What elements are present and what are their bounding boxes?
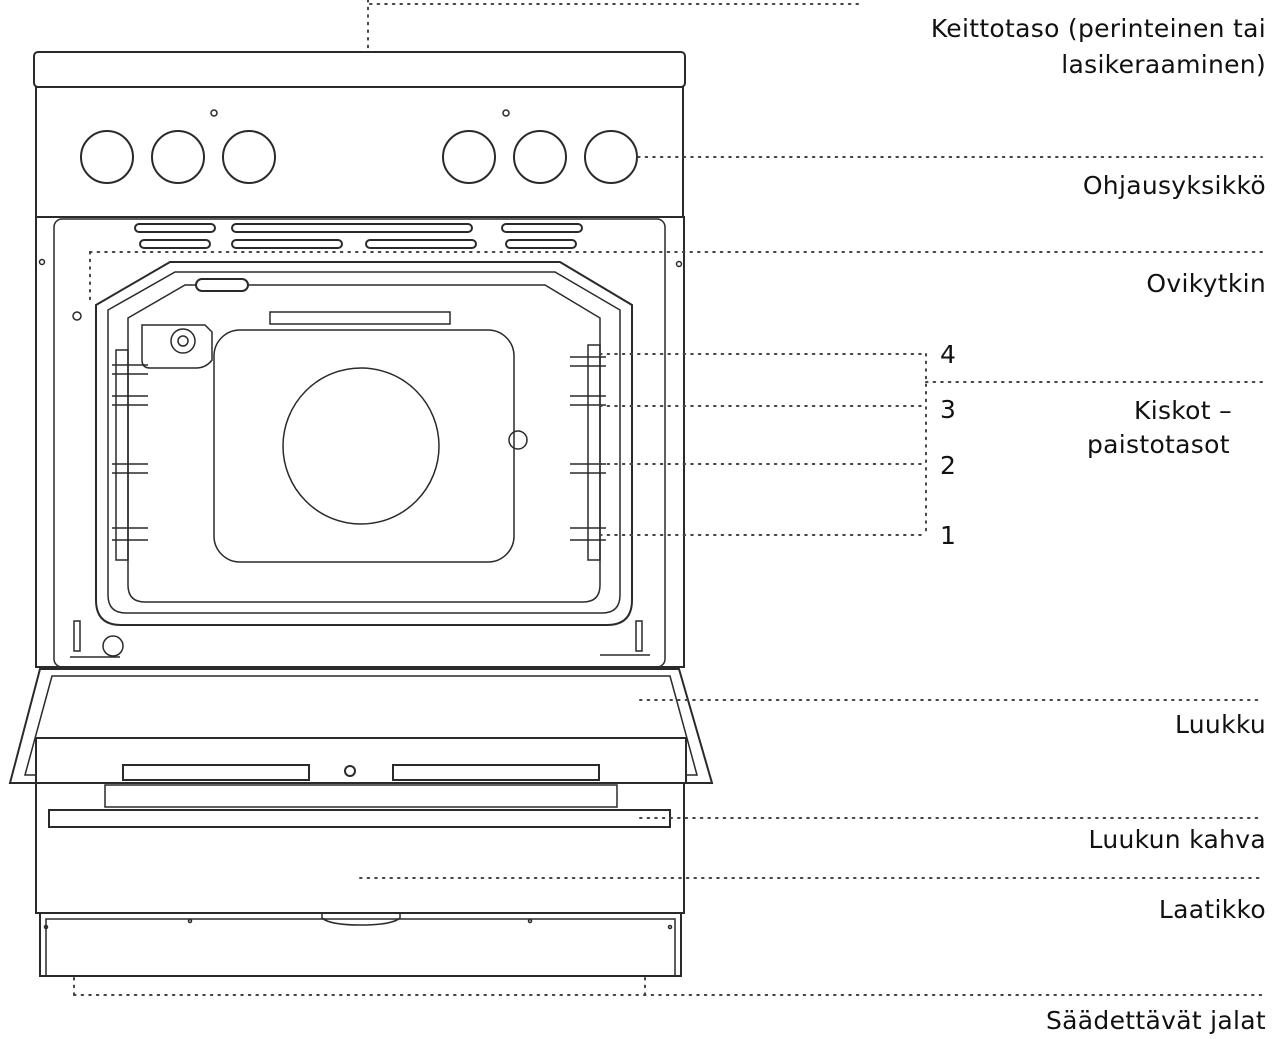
door-handle (35, 782, 685, 914)
rail-level-4: 4 (940, 340, 956, 369)
fan-cover (282, 367, 440, 525)
oven-cavity (95, 261, 633, 626)
control-unit-label: Ohjausyksikkö (1082, 171, 1266, 200)
leader-lines (73, 0, 1263, 996)
door-hinges (70, 620, 650, 658)
rails-label: Kiskot – (1134, 396, 1232, 425)
cooktop (33, 51, 686, 88)
rail-level-3: 3 (940, 395, 956, 424)
drawer (39, 912, 682, 977)
rail-level-1: 1 (940, 521, 956, 550)
door-switch (72, 311, 82, 321)
control-knob (151, 130, 205, 184)
door-label: Luukku (1174, 710, 1266, 739)
door-switch-label: Ovikytkin (1146, 269, 1266, 298)
control-knob (442, 130, 496, 184)
control-panel (35, 86, 684, 218)
adjustable-feet-label: Säädettävät jalat (1046, 1006, 1266, 1035)
rails-label-continued: paistotasot (1087, 430, 1230, 459)
control-knob (513, 130, 567, 184)
drawer-label: Laatikko (1158, 895, 1266, 924)
cooktop-label: Keittotaso (perinteinen tai (930, 14, 1266, 43)
control-knob (80, 130, 134, 184)
control-knob (584, 130, 638, 184)
oven-door (8, 668, 714, 784)
control-knob (222, 130, 276, 184)
rail-level-2: 2 (940, 451, 956, 480)
cooktop-label-continued: lasikeraaminen) (1061, 50, 1266, 79)
door-handle-label: Luukun kahva (1088, 825, 1266, 854)
